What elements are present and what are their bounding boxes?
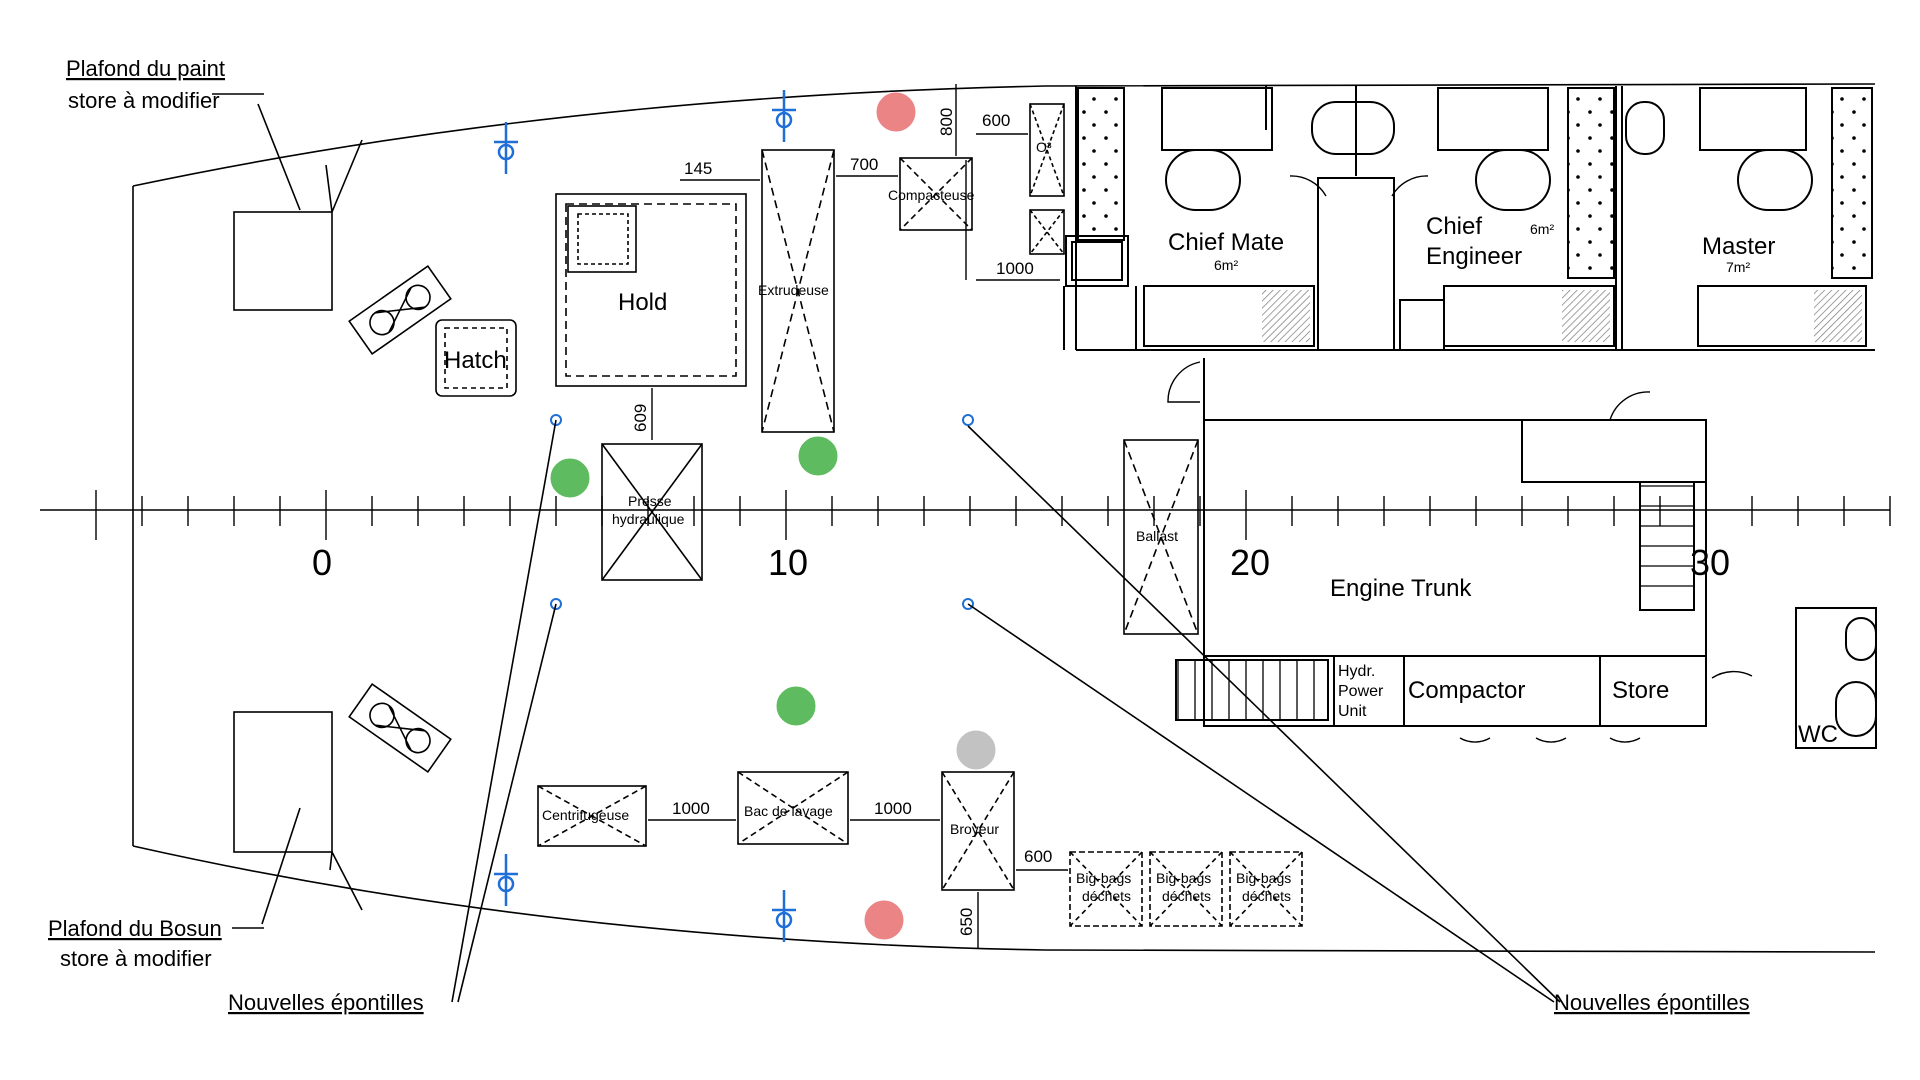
hold [555,193,747,387]
compactor-label: Compactor [1408,677,1525,704]
hpu-label-2: Power [1338,683,1384,700]
dim-800: 800 [937,108,956,136]
chief-mate-label: Chief Mate [1168,229,1284,256]
callout-paint-store-2: store à modifier [68,88,220,113]
pillar-marker [962,414,974,426]
frame-tick-20: 20 [1230,542,1270,583]
broyeur [941,771,1015,891]
door-swings [1167,175,1753,743]
hatch [435,319,517,397]
dim-1000-a: 1000 [672,799,710,818]
hatch-label: Hatch [444,347,507,374]
dim-1000-top: 1000 [996,259,1034,278]
store-label: Store [1612,677,1669,704]
equipment-marker [798,436,838,476]
hazard-marker [864,900,904,940]
compacteuse-label: Compacteuse [888,187,975,203]
big-bags-2-label-1: Big-bags [1156,870,1211,886]
wc-room [1795,607,1877,749]
dim-145: 145 [684,159,712,178]
dimension-lines [648,84,1068,948]
presse-label-2: hydraulique [612,511,685,527]
chief-mate-area: 6m² [1214,257,1238,273]
fairlead-icon [494,854,518,906]
bollard-top-icon [348,264,452,356]
hazard-marker [876,92,916,132]
big-bags [1069,851,1303,927]
frame-axis [40,490,1891,540]
big-bags-3-label-2: déchets [1242,888,1291,904]
paint-store [233,139,363,311]
hpu-label-1: Hydr. [1338,663,1375,680]
big-bags-1-label-1: Big-bags [1076,870,1131,886]
frame-labels: 0 10 20 30 [312,542,1730,583]
bac-de-lavage [737,771,849,845]
wc-label: WC [1798,721,1838,748]
dim-700: 700 [850,155,878,174]
cabins-block [1063,86,1875,351]
ballast-label: Ballast [1136,528,1178,544]
ballast [1123,439,1199,635]
presse-label-1: Presse [628,493,672,509]
frame-tick-30: 30 [1690,542,1730,583]
fairlead-icon [494,122,518,174]
callout-paint-store-1: Plafond du paint [66,56,225,81]
callout-bosun-store-2: store à modifier [60,946,212,971]
hpu-label-3: Unit [1338,703,1367,720]
chief-engineer-label-2: Engineer [1426,243,1522,270]
big-bags-1-label-2: déchets [1082,888,1131,904]
dim-600-bottom: 600 [1024,847,1052,866]
dim-650: 650 [957,908,976,936]
fairlead-icon [772,90,796,142]
callout-pillars-left: Nouvelles épontilles [228,990,424,1015]
hull-outline [132,83,1876,953]
dim-1000-b: 1000 [874,799,912,818]
bosun-store [233,711,363,911]
master-area: 7m² [1726,259,1750,275]
engine-trunk [1175,358,1707,727]
callout-pillars-right: Nouvelles épontilles [1554,990,1750,1015]
broyeur-label: Broyeur [950,821,999,837]
chief-engineer-label-1: Chief [1426,213,1482,240]
dim-600-top: 600 [982,111,1010,130]
bed-hatching [1262,290,1862,342]
equipment-marker [776,686,816,726]
presse-hydraulique [601,443,703,581]
stair-treads [1177,485,1694,720]
ozone-unit [1029,103,1065,255]
leader-lines [212,93,1561,1003]
big-bags-2-label-2: déchets [1162,888,1211,904]
compacteuse [899,157,973,231]
extrudeuse [761,149,835,433]
centrifugeuse-label: Centrifugeuse [542,807,629,823]
fairlead-icon [772,890,796,942]
master-label: Master [1702,233,1775,260]
extrudeuse-label: Extrudeuse [758,282,829,298]
bollard-bottom-icon [348,682,452,774]
spare-marker [956,730,996,770]
callout-bosun-store-1: Plafond du Bosun [48,916,222,941]
big-bags-3-label-1: Big-bags [1236,870,1291,886]
equipment-marker [550,458,590,498]
engine-trunk-label: Engine Trunk [1330,575,1472,602]
chief-engineer-area: 6m² [1530,221,1554,237]
centrifugeuse [537,785,647,847]
markers [494,90,996,942]
frame-tick-0: 0 [312,542,332,583]
ozone-label: O³ [1036,139,1052,155]
frame-tick-10: 10 [768,542,808,583]
dim-609: 609 [631,404,650,432]
bac-de-lavage-label: Bac de lavage [744,803,833,819]
hold-label: Hold [618,289,667,316]
